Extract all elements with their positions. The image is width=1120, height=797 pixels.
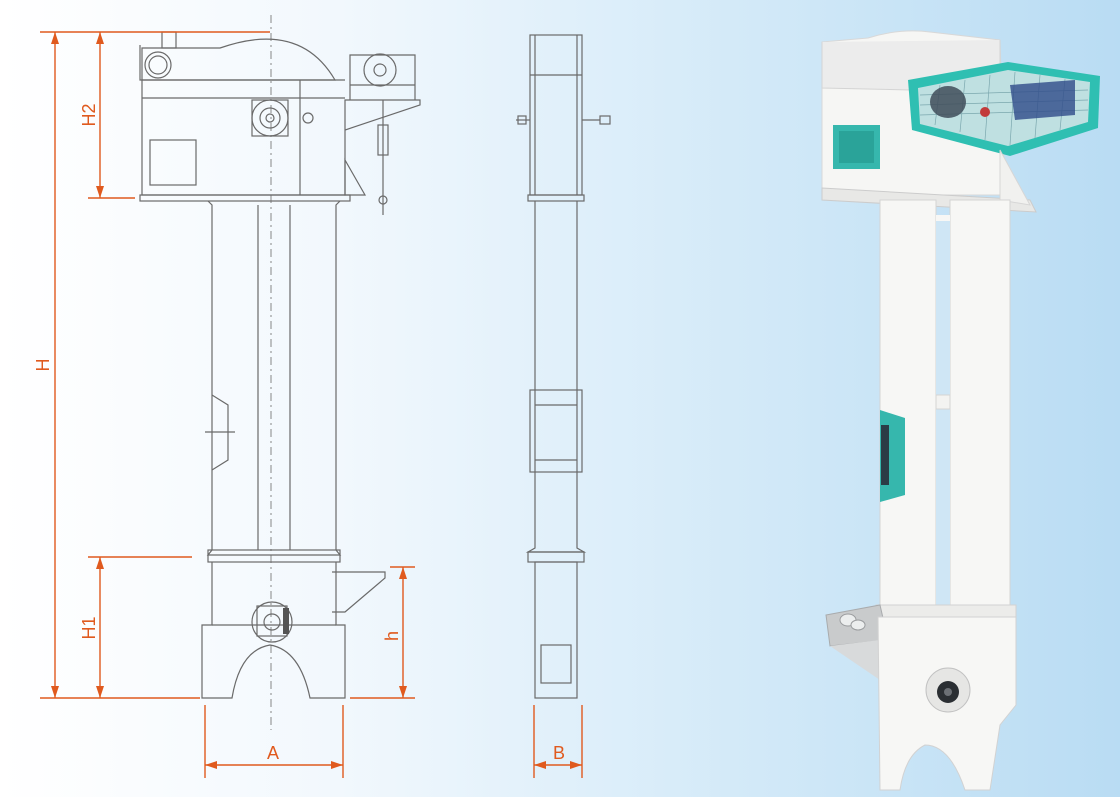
side-casing [525,201,587,553]
dim-label-H1: H1 [79,616,99,639]
dim-label-A: A [267,743,279,763]
front-head-dome [141,38,337,81]
dim-label-H2: H2 [79,103,99,126]
front-inlet-spout [332,571,386,613]
photo-left-column [879,199,937,621]
dim-label-B: B [553,743,565,763]
front-boot-hub [251,601,293,643]
front-motor [349,54,416,100]
front-head-hub [251,99,289,137]
photo-right-column [949,199,1011,621]
dim-label-H: H [33,359,53,372]
side-boot [534,561,578,699]
front-casing [206,200,342,556]
dimension-lines [40,31,583,778]
front-view [139,15,421,730]
side-head [529,34,583,196]
dim-label-h: h [382,631,402,641]
product-photo [821,30,1100,791]
front-chimney [161,31,177,49]
front-boot [201,562,346,699]
side-view [516,34,611,699]
side-door [529,389,583,473]
front-top-flange [144,51,172,79]
front-head-window [149,139,197,186]
